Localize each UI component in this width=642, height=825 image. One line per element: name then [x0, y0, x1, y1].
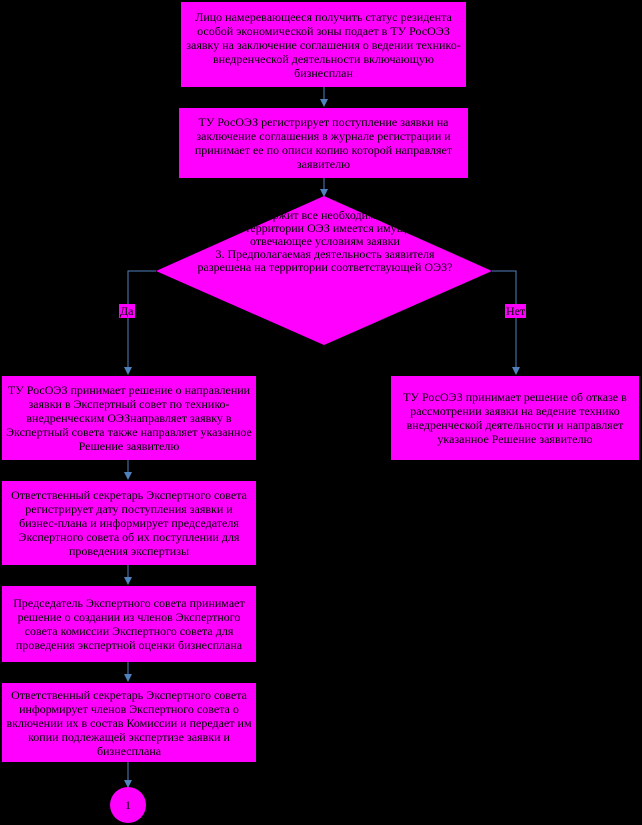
yes-label: Да — [119, 304, 135, 318]
no-label: Нет — [505, 304, 527, 318]
arrow-diamond-yes — [124, 270, 156, 375]
secretary-inform-text: Ответственный секретарь Экспертного сове… — [6, 687, 252, 758]
chairman-text: Председатель Экспертного совета принимае… — [13, 596, 245, 652]
decision-no-text: ТУ РосОЭЗ принимает решение об отказе в … — [403, 390, 627, 446]
registration-box: ТУ РосОЭЗ регистрирует поступление заявк… — [179, 108, 468, 178]
page-connector: 1 — [110, 787, 146, 823]
decision-diamond — [156, 196, 492, 345]
decision-yes-text: ТУ РосОЭЗ принимает решение о направлени… — [6, 383, 252, 453]
page-connector-label: 1 — [125, 797, 131, 812]
decision-no-box: ТУ РосОЭЗ принимает решение об отказе в … — [391, 376, 639, 460]
arrow-diamond-no — [492, 270, 520, 375]
registration-text: ТУ РосОЭЗ регистрирует поступление заявк… — [194, 115, 453, 171]
decision-text: 1. Заявка содержит все необходимые докум… — [197, 208, 453, 274]
decision-yes-box: ТУ РосОЭЗ принимает решение о направлени… — [2, 376, 256, 460]
secretary-register-text: Ответственный секретарь Экспертного сове… — [11, 488, 247, 558]
secretary-register-box: Ответственный секретарь Экспертного сове… — [2, 481, 256, 565]
chairman-box: Председатель Экспертного совета принимае… — [2, 586, 256, 662]
secretary-inform-box: Ответственный секретарь Экспертного сове… — [2, 683, 256, 762]
applicant-text: Лицо намеревающееся получить статус рези… — [186, 9, 461, 80]
applicant-box: Лицо намеревающееся получить статус рези… — [181, 2, 466, 87]
